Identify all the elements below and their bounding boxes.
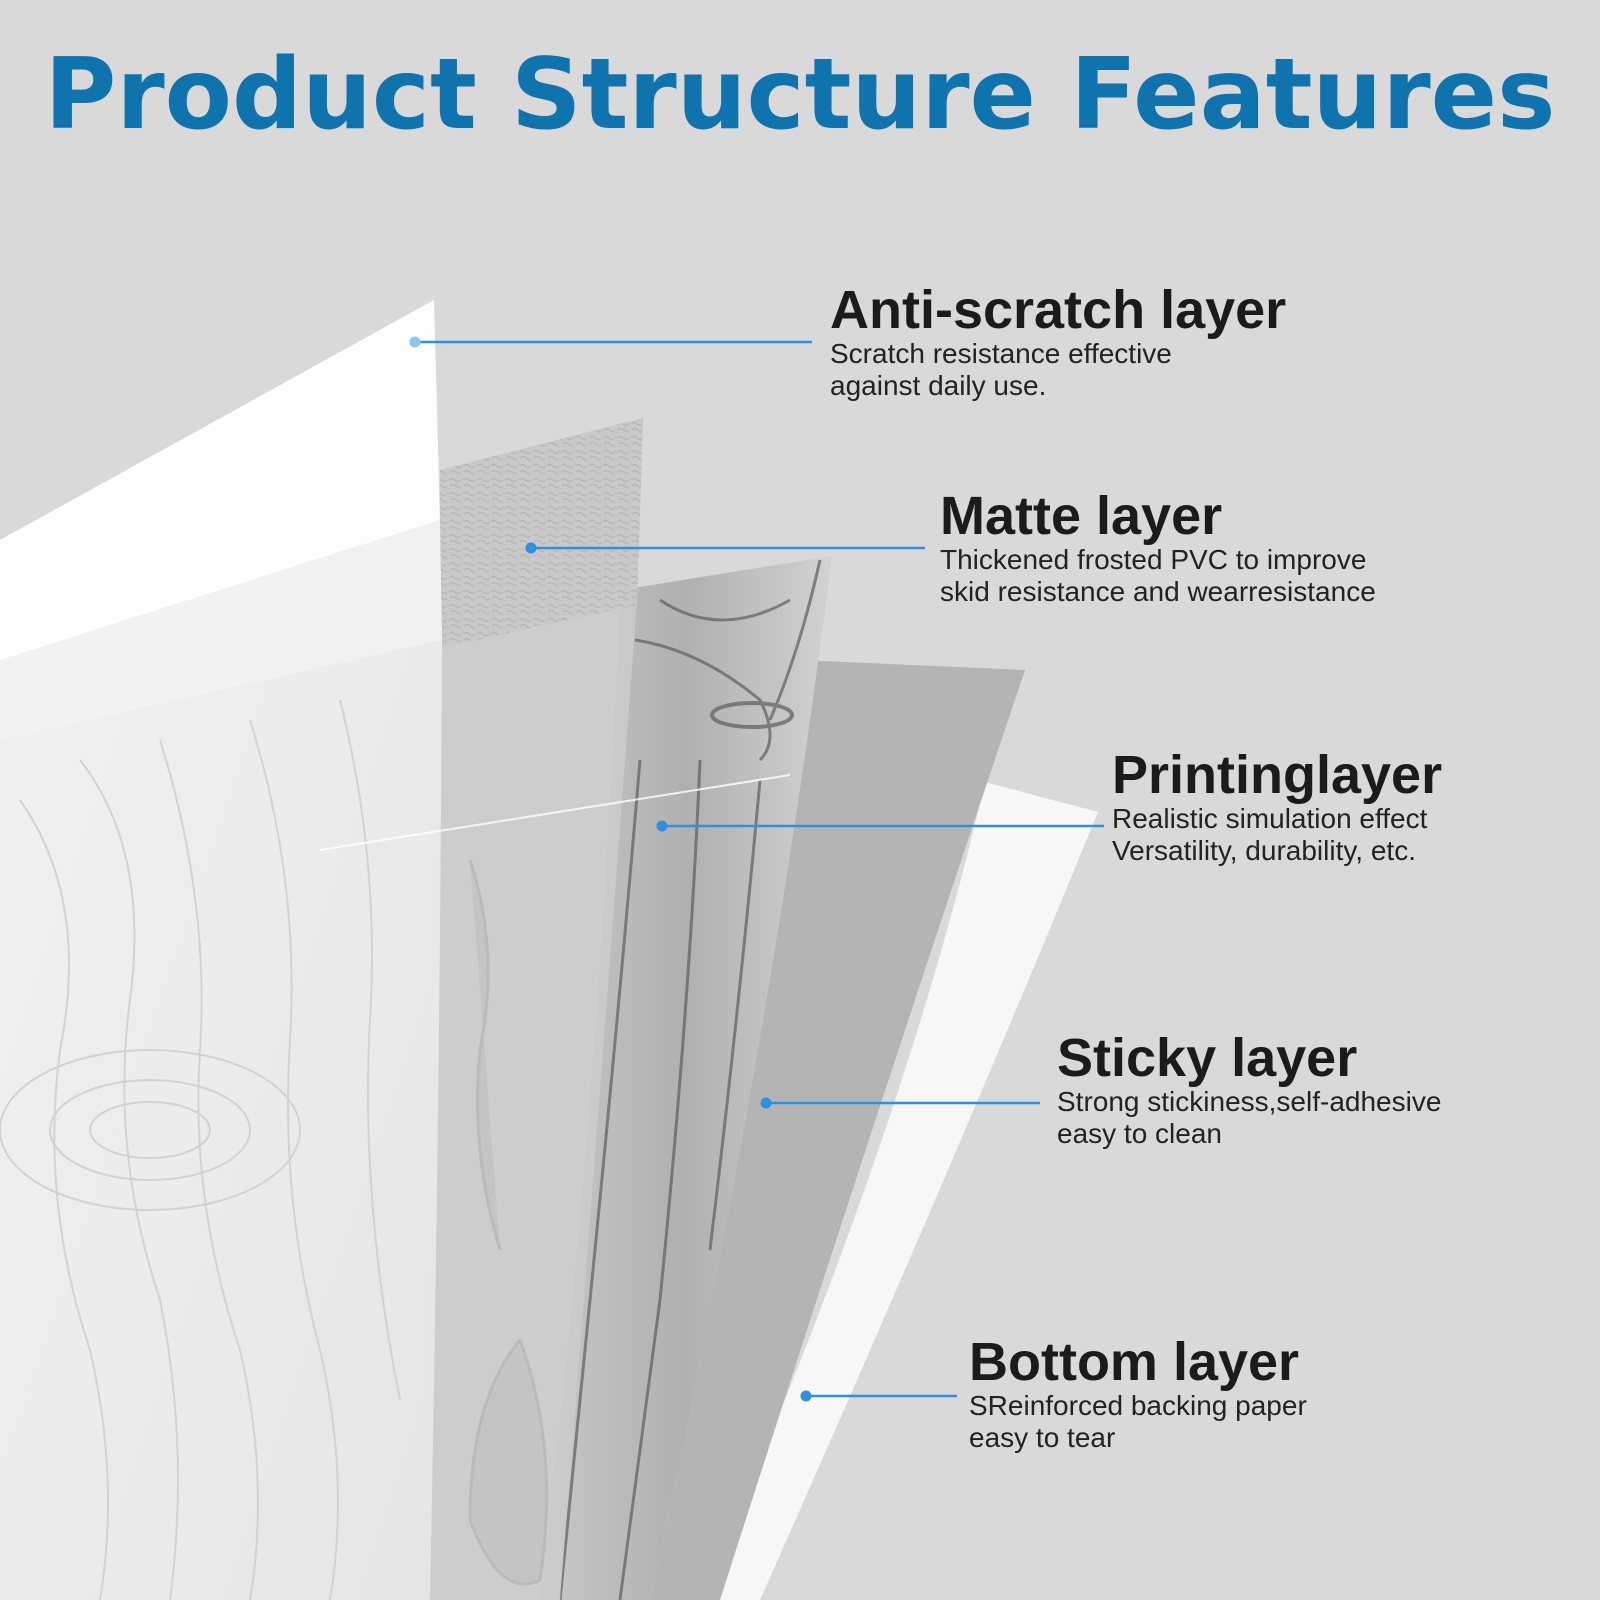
bottom-description: SReinforced backing paper easy to tear [969, 1390, 1307, 1453]
printing-wood-grain [558, 559, 822, 1600]
leader-dot-printing [656, 820, 668, 832]
printing-label: Printinglayer Realistic simulation effec… [1112, 747, 1442, 867]
matte-heading: Matte layer [940, 486, 1223, 546]
anti-scratch-edge [0, 520, 442, 740]
leader-lines [409, 336, 1104, 1402]
leader-dot-matte [525, 542, 537, 554]
page-title: Product Structure Features [44, 38, 1556, 152]
matte-description: Thickened frosted PVC to improve skid re… [940, 544, 1376, 607]
bottom-layer-sheet [700, 782, 1098, 1600]
leader-dot-sticky [760, 1097, 772, 1109]
matte-grain [468, 859, 549, 1586]
sticky-heading: Sticky layer [1057, 1028, 1358, 1088]
printing-heading: Printinglayer [1112, 745, 1443, 805]
sticky-description: Strong stickiness,self-adhesive easy to … [1057, 1086, 1442, 1149]
leader-dot-anti-scratch [409, 336, 421, 348]
anti-scratch-description: Scratch resistance effective against dai… [830, 338, 1172, 401]
anti-scratch-label: Anti-scratch layer Scratch resistance ef… [830, 282, 1286, 402]
anti-scratch-heading: Anti-scratch layer [830, 280, 1287, 340]
matte-label: Matte layer Thickened frosted PVC to imp… [940, 488, 1376, 608]
bottom-label: Bottom layer SReinforced backing paper e… [969, 1334, 1307, 1454]
bottom-heading: Bottom layer [969, 1332, 1300, 1392]
anti-scratch-wood-grain [0, 699, 401, 1600]
leader-dot-bottom [800, 1390, 812, 1402]
sticky-layer-sheet [650, 660, 1025, 1600]
matte-texture [440, 418, 643, 648]
anti-scratch-top [0, 300, 440, 660]
sticky-label: Sticky layer Strong stickiness,self-adhe… [1057, 1030, 1441, 1150]
printing-description: Realistic simulation effect Versatility,… [1112, 803, 1428, 866]
print-top-border [319, 774, 791, 851]
matte-layer-sheet [420, 418, 643, 1600]
